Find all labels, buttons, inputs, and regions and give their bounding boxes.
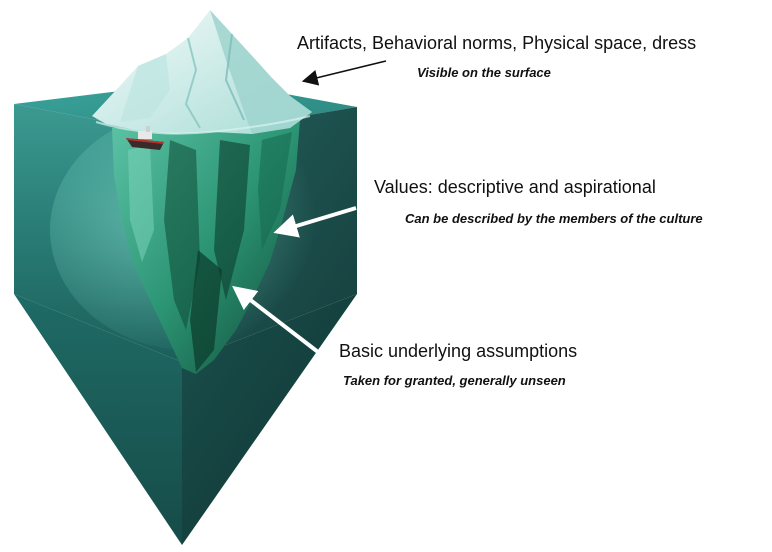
underwater-facet — [128, 145, 154, 262]
underwater-facet — [190, 250, 222, 372]
layer-subtitle-artifacts: Visible on the surface — [417, 65, 551, 80]
arrow-surface — [301, 60, 387, 86]
underwater-facet — [164, 140, 200, 330]
iceberg-tip-shadow — [120, 54, 170, 122]
underwater-facet — [258, 132, 292, 250]
depth-front-face — [14, 294, 182, 545]
iceberg-tip-shadow — [210, 10, 312, 134]
arrow-values — [273, 206, 357, 238]
layer-subtitle-values: Can be described by the members of the c… — [405, 211, 703, 226]
iceberg-tip-ridge — [224, 33, 245, 121]
ship — [126, 126, 164, 150]
layer-title-values: Values: descriptive and aspirational — [374, 177, 656, 197]
iceberg-tip-ridge — [184, 37, 201, 129]
waterline — [95, 115, 311, 135]
arrow-assumptions — [232, 285, 320, 354]
depth-side-face — [182, 294, 357, 545]
layer-title-artifacts: Artifacts, Behavioral norms, Physical sp… — [297, 33, 697, 53]
underwater-iceberg — [112, 120, 300, 374]
underwater-facet — [214, 140, 250, 300]
layer-title-assumptions: Basic underlying assumptions — [339, 341, 578, 361]
layer-subtitle-assumptions: Taken for granted, generally unseen — [343, 373, 566, 388]
